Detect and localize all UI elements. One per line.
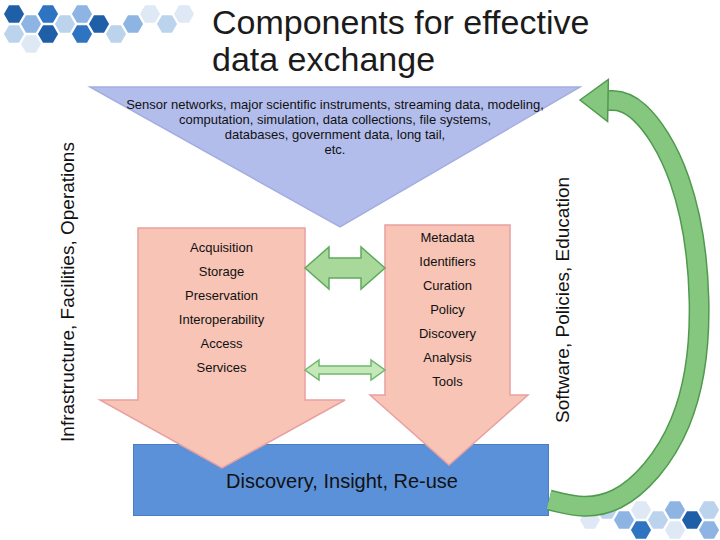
side-label: Infrastructure, Facilities, Operations [56, 82, 80, 502]
node-text: Preservation [138, 284, 305, 308]
infrastructure-arrow: AcquisitionStoragePreservationInteropera… [100, 228, 345, 468]
text-area: Discovery, Insight, Re-use [134, 445, 550, 517]
node-text: Interoperability [138, 308, 305, 332]
node-text: Sensor networks, major scientific instru… [125, 97, 545, 157]
node-text: Discovery [385, 322, 510, 346]
node-text: Policy [385, 298, 510, 322]
hexagon-cluster [3, 5, 195, 54]
hexagon-cluster [579, 501, 720, 540]
arrow-body [549, 101, 699, 507]
outcome-box: Discovery, Insight, Re-use [133, 444, 549, 516]
outline-shape [100, 228, 345, 468]
outline-shape [370, 225, 528, 465]
exchange-arrow [305, 247, 385, 289]
node-text: Metadata [385, 226, 510, 250]
node-text: Identifiers [385, 250, 510, 274]
node-text: Acquisition [138, 236, 305, 260]
arrow-outline [549, 101, 699, 507]
source-triangle: Sensor networks, major scientific instru… [90, 87, 580, 227]
text-area: Sensor networks, major scientific instru… [125, 97, 545, 161]
arrow-body [305, 360, 385, 380]
node-text: Discovery, Insight, Re-use [226, 469, 458, 493]
arrow-body [305, 247, 385, 289]
node-text: Analysis [385, 346, 510, 370]
slide-title: Components for effective data exchange [212, 4, 652, 78]
node-text: Tools [385, 370, 510, 394]
node-text: Services [138, 356, 305, 380]
node-text: Storage [138, 260, 305, 284]
outline-shape [90, 87, 580, 227]
node-text: Access [138, 332, 305, 356]
feedback-arrow [549, 80, 699, 507]
software-arrow: MetadataIdentifiersCurationPolicyDiscove… [370, 225, 528, 465]
text-area: MetadataIdentifiersCurationPolicyDiscove… [385, 226, 510, 394]
text-area: AcquisitionStoragePreservationInteropera… [138, 236, 305, 380]
node-text: Curation [385, 274, 510, 298]
arrow-head [580, 80, 608, 122]
side-label: Software, Policies, Education [551, 130, 575, 470]
exchange-arrow [305, 360, 385, 380]
